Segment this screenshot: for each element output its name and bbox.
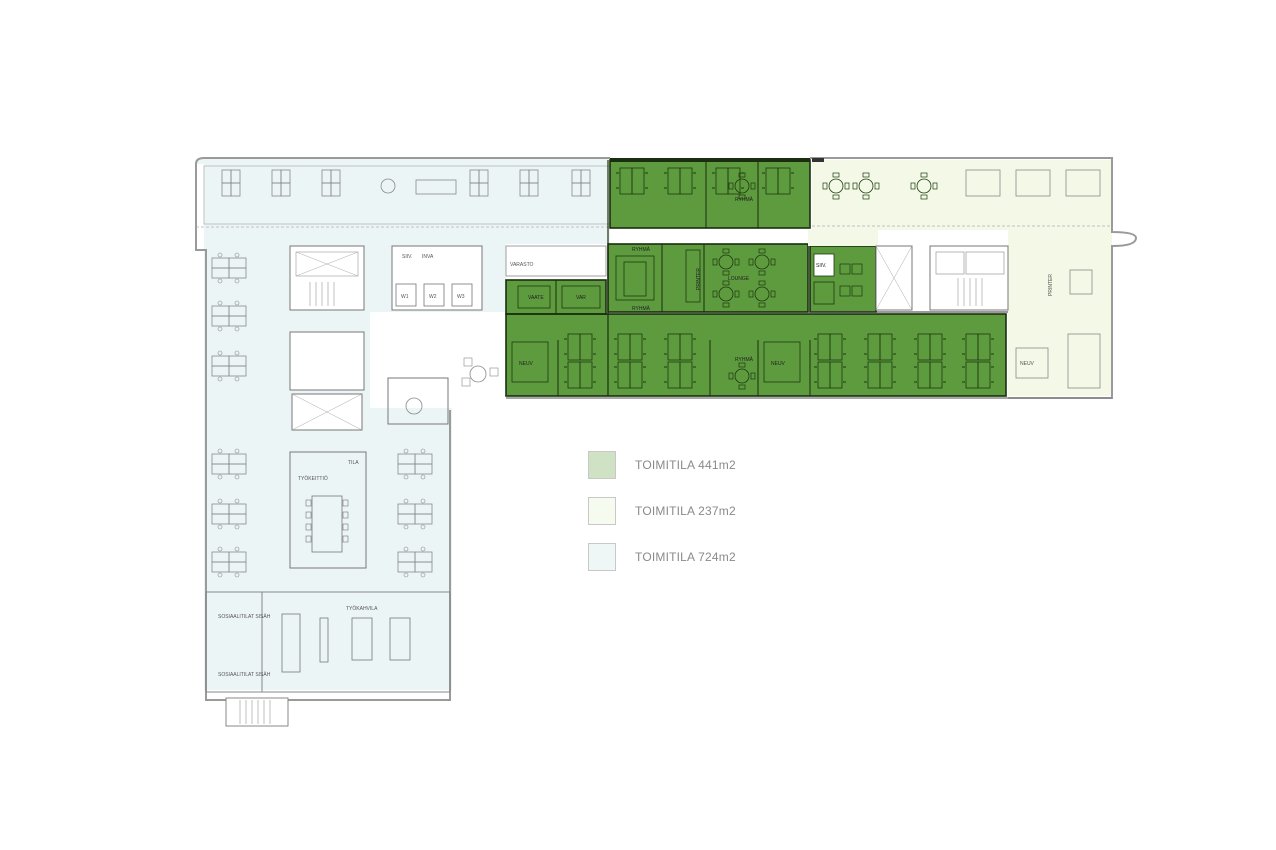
green-desks-bottom: NEUV NEUV [511,333,995,390]
printer-label-2: PRINTER [1048,274,1054,296]
zone-724 [195,157,611,727]
legend-label-237: TOIMITILA 237m2 [635,504,736,518]
legend-item-441: TOIMITILA 441m2 [588,450,736,480]
siiv-1-label: SIIV. [402,254,412,260]
legend-swatch-441 [588,451,616,479]
ryhma-label-2: RYHMÄ [632,305,651,312]
tyokahvila-label: TYÖKAHVILA [346,605,378,612]
neuv-label-3: NEUV [1020,361,1035,367]
ryhma-label-1: RYHMÄ [632,246,651,253]
var-label: VAR [576,295,586,301]
printer-label-1: PRINTER [696,268,702,290]
ryhma-label-3: RYHMÄ [735,196,754,203]
kitchen-area: TYÖKEITTIÖ TILA TYÖKAHVILA SOSIAALITILAT… [205,451,451,693]
inva-label: INVA [422,254,434,260]
legend-item-724: TOIMITILA 724m2 [588,542,736,572]
siiv-2-label: SIIV. [816,263,826,269]
green-middle-rooms: RYHMÄ RYHMÄ RYHMÄ RYHMÄ VAATE VAR LOUNGE… [517,196,863,363]
lobby: VARASTO [370,245,607,425]
legend-item-237: TOIMITILA 237m2 [588,496,736,526]
zone-237: NEUV PRINTER [808,157,1138,399]
legend-swatch-724 [588,543,616,571]
wc-1-label: W1 [401,294,409,300]
legend-swatch-237 [588,497,616,525]
lounge-label: LOUNGE [728,276,750,282]
blue-desks-top [221,169,591,197]
core-left: W1 W2 W3 SIIV. INVA [289,245,483,431]
core-right [810,245,1009,313]
sosiaalitilat-1-label: SOSIAALITILAT SISÄH [218,613,271,620]
tila-label: TILA [348,460,359,466]
wc-3-label: W3 [457,294,465,300]
neuv-label-2: NEUV [771,361,786,367]
tyokeittio-label: TYÖKEITTIÖ [298,475,328,482]
vaate-label: VAATE [528,295,544,301]
neuv-label-1: NEUV [519,361,534,367]
varasto-label: VARASTO [510,262,534,268]
legend-label-441: TOIMITILA 441m2 [635,458,736,472]
sosiaalitilat-2-label: SOSIAALITILAT SISÄH [218,671,271,678]
ryhma-label-4: RYHMÄ [735,356,754,363]
wc-2-label: W2 [429,294,437,300]
legend-label-724: TOIMITILA 724m2 [635,550,736,564]
